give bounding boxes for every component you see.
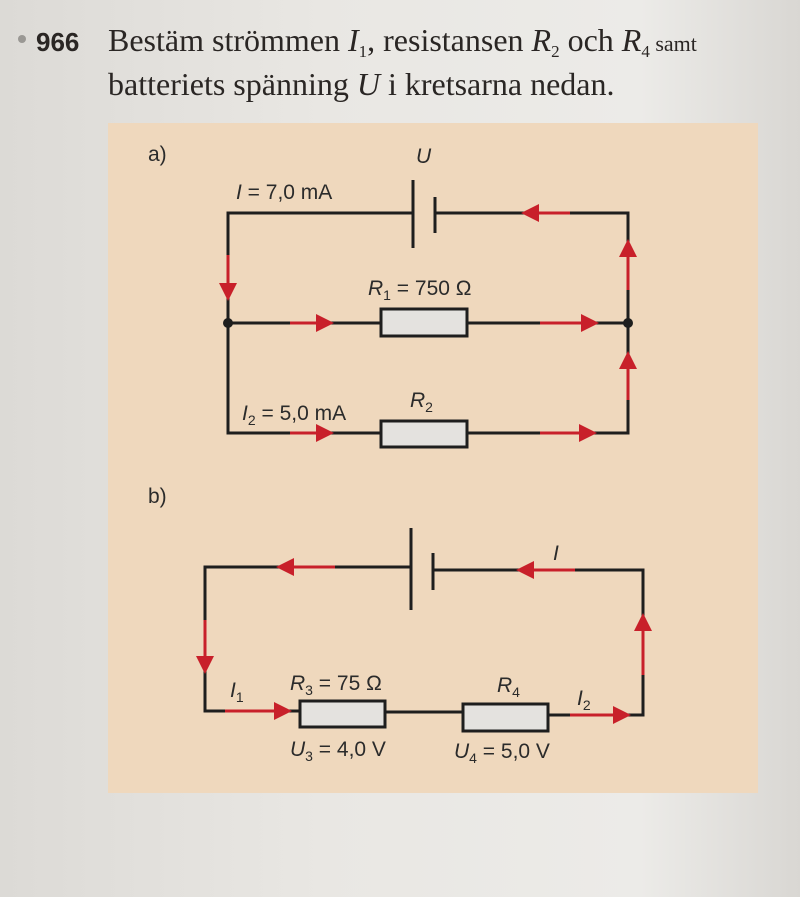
problem-line-2: batteriets spänning U i kretsarna nedan. xyxy=(108,66,615,102)
label-u4: U4 = 5,0 V xyxy=(454,740,550,766)
resistor-r2 xyxy=(379,419,469,449)
junction-left xyxy=(223,318,233,328)
label-battery-u: U xyxy=(416,145,432,168)
label-a: a) xyxy=(148,143,167,166)
label-r3: R3 = 75 Ω xyxy=(290,672,382,698)
label-b: b) xyxy=(148,485,167,508)
resistor-r1 xyxy=(379,307,469,338)
label-u3: U3 = 4,0 V xyxy=(290,738,386,764)
resistor-r4 xyxy=(461,702,550,733)
junction-right xyxy=(623,318,633,328)
label-i2: I2 = 5,0 mA xyxy=(242,402,346,428)
problem-line-1: Bestäm strömmen I1, resistansen R2 och R… xyxy=(108,22,697,61)
current-arrows-b xyxy=(196,558,652,724)
label-b-current-i: I xyxy=(553,542,559,565)
label-r4: R4 xyxy=(497,674,520,700)
problem-number: 966 xyxy=(36,27,80,57)
resistor-r3 xyxy=(298,699,387,729)
label-current-i: I = 7,0 mA xyxy=(236,181,332,204)
label-i1: I1 xyxy=(230,679,244,705)
label-i2-b: I2 xyxy=(577,687,591,713)
label-r2: R2 xyxy=(410,389,433,415)
current-arrows-a xyxy=(219,204,637,442)
figure-panel xyxy=(108,123,758,793)
label-r1: R1 = 750 Ω xyxy=(368,277,471,303)
difficulty-bullet-icon xyxy=(18,35,26,43)
